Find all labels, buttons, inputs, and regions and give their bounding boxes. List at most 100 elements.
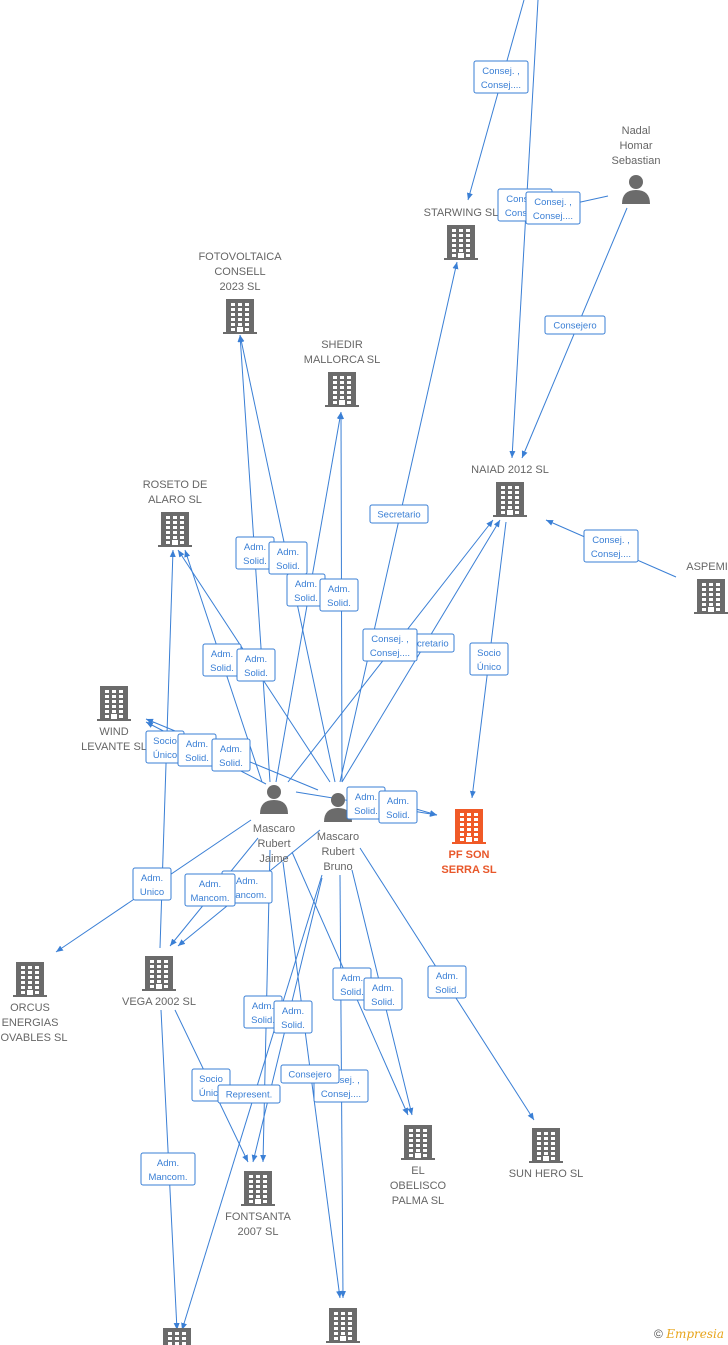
node-label: ASPEMIR xyxy=(686,561,728,573)
edge-role-text: Solid. xyxy=(276,561,300,572)
edge-role-label[interactable]: Adm.Solid. xyxy=(363,977,403,1011)
edge-role-label[interactable]: Adm.Solid. xyxy=(236,648,276,682)
node-label: Sebastian xyxy=(612,155,661,167)
edge-role-label[interactable]: Adm.Solid. xyxy=(273,1000,313,1034)
edge-role-label[interactable]: Adm. Solid. xyxy=(319,578,359,612)
footer-brand[interactable]: © Empresia xyxy=(654,1327,724,1341)
edge-role-text: Secretario xyxy=(405,639,448,650)
node-label: Homar xyxy=(619,140,652,152)
company-node-bottom1[interactable] xyxy=(160,1328,194,1345)
node-label: CONSELL xyxy=(214,266,265,278)
edge-role-text: Solid. xyxy=(435,985,459,996)
company-node-wind[interactable]: WIND LEVANTE SL xyxy=(81,686,147,753)
building-icon xyxy=(401,1125,435,1160)
edge-role-label[interactable]: Consej. ,Consej.... xyxy=(525,191,581,225)
edge-role-text: Consejero xyxy=(553,321,596,332)
node-label: STARWING SL xyxy=(424,207,499,219)
edge-role-text: Adm. xyxy=(295,579,317,590)
edge-role-text: Solid. xyxy=(371,997,395,1008)
edge-role-label[interactable]: Adm.Solid. xyxy=(177,733,217,767)
edge-role-text: Adm. xyxy=(186,739,208,750)
edge-role-text: Represent. xyxy=(226,1090,272,1101)
edge-role-label[interactable]: Adm. Solid. xyxy=(378,790,418,824)
edge-role-text: Único xyxy=(477,662,501,673)
node-label: WIND xyxy=(99,726,128,738)
node-label: ALARO SL xyxy=(148,494,202,506)
edge-role-text: Solid. xyxy=(219,758,243,769)
building-icon xyxy=(13,962,47,997)
building-icon xyxy=(444,225,478,260)
building-icon xyxy=(325,372,359,407)
building-icon xyxy=(241,1171,275,1206)
person-icon xyxy=(324,793,352,822)
edge-role-text: Socio xyxy=(153,736,177,747)
edge-role-text: Adm. xyxy=(355,792,377,803)
edge-role-label[interactable]: Consej. ,Consej.... xyxy=(583,529,639,563)
edge-role-label[interactable]: Adm.Unico xyxy=(132,867,172,901)
node-label: Bruno xyxy=(323,861,352,873)
edge-role-text: Mancom. xyxy=(227,890,266,901)
node-label: Jaime xyxy=(259,853,288,865)
building-icon xyxy=(223,299,257,334)
edge-role-label[interactable]: Consej. ,Consej.... xyxy=(473,60,529,94)
edge-role-text: Solid. xyxy=(386,810,410,821)
building-icon xyxy=(142,956,176,991)
edge-role-text: Adm. xyxy=(328,584,350,595)
company-node-bottom2[interactable] xyxy=(326,1308,360,1343)
edge-role-label[interactable]: Consejero xyxy=(544,315,606,335)
edge-role-label[interactable]: Consejero xyxy=(280,1064,340,1084)
company-node-starwing[interactable]: STARWING SL xyxy=(424,207,499,260)
edge-role-text: Consej. , xyxy=(506,194,544,205)
edge-role-text: Secretario xyxy=(377,510,420,521)
node-label: OBELISCO xyxy=(390,1180,447,1192)
node-label: EL xyxy=(411,1165,424,1177)
edge-role-text: Consej.... xyxy=(481,80,521,91)
edge-role-text: Adm. xyxy=(387,796,409,807)
edge-role-label[interactable]: Adm.Mancom. xyxy=(184,873,236,907)
edge-role-label[interactable]: Secretario xyxy=(369,504,429,524)
edge-role-text: Socio xyxy=(199,1074,223,1085)
edge-role-text: Adm. xyxy=(220,744,242,755)
company-node-naiad[interactable]: NAIAD 2012 SL xyxy=(471,464,549,517)
edge-role-label[interactable]: Adm.Solid. xyxy=(202,643,242,677)
edge-role-text: Consejero xyxy=(288,1070,331,1081)
edge-role-label[interactable]: Adm. Solid. xyxy=(211,738,251,772)
edge-role-text: Consej.... xyxy=(370,648,410,659)
node-label: FONTSANTA xyxy=(225,1211,291,1223)
edge-role-text: Adm. xyxy=(236,876,258,887)
edge-role-text: Adm. xyxy=(252,1001,274,1012)
edge-role-text: Solid. xyxy=(327,598,351,609)
edge-role-label[interactable]: Represent. xyxy=(217,1084,281,1104)
edge-role-label[interactable]: Adm.Solid. xyxy=(235,536,275,570)
company-node-sunhero[interactable]: SUN HERO SL xyxy=(509,1128,584,1180)
edge-role-label[interactable]: Adm.Solid. xyxy=(427,965,467,999)
building-icon xyxy=(158,512,192,547)
company-node-vega[interactable]: VEGA 2002 SL xyxy=(122,956,196,1008)
node-label: PALMA SL xyxy=(392,1195,444,1207)
node-label: SHEDIR xyxy=(321,339,363,351)
edge-role-text: Solid. xyxy=(340,987,364,998)
edge-role-text: Consej. , xyxy=(371,634,409,645)
edge-role-label[interactable]: Consej. , Consej.... xyxy=(362,628,418,662)
building-icon xyxy=(452,809,486,844)
building-icon xyxy=(163,1328,191,1345)
company-node-elobelisco[interactable]: EL OBELISCO PALMA SL xyxy=(390,1125,447,1207)
company-node-aspemir[interactable]: ASPEMIR xyxy=(686,561,728,614)
empresia-logo: Empresia xyxy=(666,1327,724,1341)
edge-role-label[interactable]: Adm.Solid. xyxy=(268,541,308,575)
node-label: LEVANTE SL xyxy=(81,741,147,753)
edge-role-text: Mancom. xyxy=(148,1172,187,1183)
edge-role-label[interactable]: Adm.Mancom. xyxy=(140,1152,196,1186)
edge-role-label[interactable]: Adm.Solid. xyxy=(286,573,326,607)
